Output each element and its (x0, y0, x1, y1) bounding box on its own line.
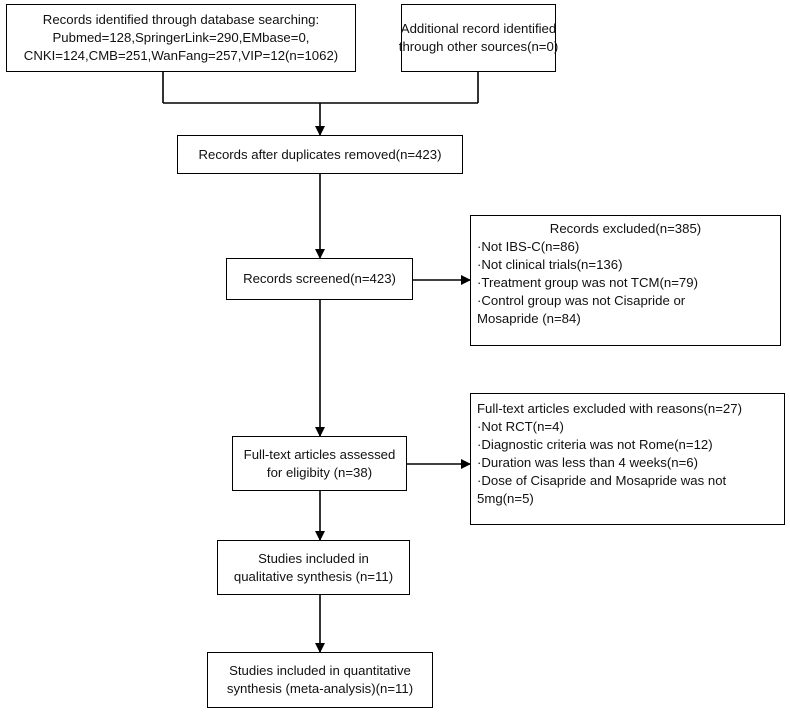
qualitative-line-1: Studies included in (258, 550, 369, 566)
excluded-item: ·Not IBS-C(n=86) (477, 239, 580, 254)
other-sources-line-1: Additional record identified (400, 21, 557, 36)
db-search-line-1: Records identified through database sear… (42, 12, 320, 27)
duplicates-removed-text: Records after duplicates removed(n=423) (198, 146, 442, 162)
screened-box: Records screened(n=423) (226, 258, 413, 300)
other-sources-line-2: through other sources(n=0) (398, 39, 559, 54)
excluded-item: ·Not clinical trials(n=136) (477, 257, 623, 272)
fulltext-excluded-item: ·Not RCT(n=4) (477, 419, 564, 434)
db-search-line-3: CNKI=124,CMB=251,WanFang=257,VIP=12(n=10… (23, 48, 339, 63)
quantitative-line-1: Studies included in quantitative (229, 663, 411, 678)
quantitative-box: Studies included in quantitative synthes… (207, 652, 433, 708)
fulltext-assessed-box: Full-text articles assessed for eligibit… (232, 436, 407, 491)
fulltext-excluded-item: ·Duration was less than 4 weeks(n=6) (477, 455, 698, 470)
fulltext-assessed-line-2: for eligibity (n=38) (266, 464, 373, 480)
excluded-item: ·Treatment group was not TCM(n=79) (477, 275, 698, 290)
excluded-item: ·Control group was not Cisapride or (477, 293, 686, 308)
fulltext-excluded-item: ·Diagnostic criteria was not Rome(n=12) (477, 437, 713, 452)
db-search-box: Records identified through database sear… (6, 4, 356, 72)
fulltext-excluded-box: Full-text articles excluded with reasons… (470, 393, 785, 525)
excluded-title: Records excluded(n=385) (549, 221, 702, 236)
qualitative-line-2: qualitative synthesis (n=11) (233, 568, 394, 584)
fulltext-excluded-item: 5mg(n=5) (477, 491, 534, 506)
fulltext-excluded-title: Full-text articles excluded with reasons… (477, 401, 742, 416)
quantitative-line-2: synthesis (meta-analysis)(n=11) (226, 681, 414, 696)
screened-text: Records screened(n=423) (243, 271, 396, 286)
duplicates-removed-box: Records after duplicates removed(n=423) (177, 135, 463, 174)
excluded-item: Mosapride (n=84) (477, 311, 581, 326)
qualitative-box: Studies included in qualitative synthesi… (217, 540, 410, 595)
other-sources-panel: Additional record identified through oth… (398, 4, 559, 72)
fulltext-assessed-line-1: Full-text articles assessed (243, 446, 396, 462)
excluded-box: Records excluded(n=385) ·Not IBS-C(n=86)… (470, 215, 781, 346)
fulltext-excluded-item: ·Dose of Cisapride and Mosapride was not (477, 473, 727, 488)
db-search-line-2: Pubmed=128,SpringerLink=290,EMbase=0, (52, 30, 310, 45)
